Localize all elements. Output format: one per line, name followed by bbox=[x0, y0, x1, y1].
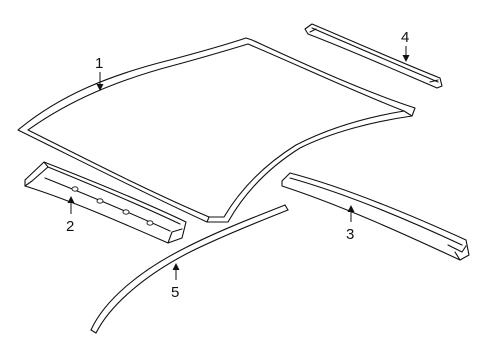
roof-bow bbox=[304, 23, 443, 89]
callout-1: 1 bbox=[95, 55, 103, 72]
rear-header bbox=[281, 172, 470, 261]
drip-molding bbox=[90, 204, 289, 334]
roof-panel bbox=[17, 37, 416, 223]
callout-2: 2 bbox=[66, 218, 74, 235]
leader-4 bbox=[402, 46, 410, 62]
leader-2 bbox=[67, 196, 75, 214]
front-header bbox=[24, 161, 187, 244]
leader-1 bbox=[96, 72, 104, 91]
callout-4: 4 bbox=[401, 29, 409, 46]
callout-3: 3 bbox=[346, 226, 354, 243]
callout-5: 5 bbox=[171, 284, 179, 301]
leader-5 bbox=[172, 263, 180, 280]
leader-3 bbox=[347, 205, 355, 222]
